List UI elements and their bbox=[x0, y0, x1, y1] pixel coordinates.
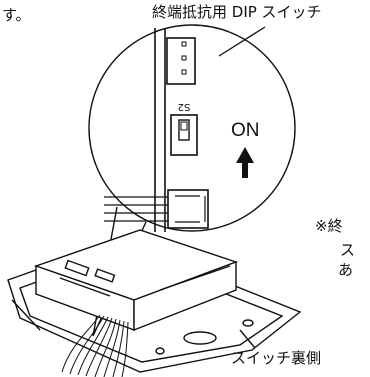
dip-switch-title: 終端抵抗用 DIP スイッチ bbox=[152, 3, 322, 21]
cable-bundle bbox=[61, 314, 129, 377]
switch-marking: S2 bbox=[178, 101, 191, 112]
connector-pin bbox=[181, 69, 187, 75]
connector-pin bbox=[181, 41, 187, 47]
mounting-hole bbox=[183, 331, 217, 345]
dip-switch bbox=[170, 114, 198, 156]
title-leader-line bbox=[218, 26, 266, 57]
on-label: ON bbox=[231, 120, 260, 141]
bottom-connector bbox=[167, 189, 209, 229]
note-text-line-1: ※終 bbox=[315, 217, 343, 235]
dip-switch-lever-tab bbox=[180, 121, 188, 131]
wire-bundle-top bbox=[104, 196, 168, 222]
up-arrow-icon bbox=[236, 147, 254, 178]
dip-switch-lever bbox=[178, 119, 190, 141]
continuation-text: す。 bbox=[2, 6, 31, 24]
note-text-line-3: あ bbox=[338, 261, 354, 279]
connector-pin bbox=[181, 55, 187, 61]
top-connector bbox=[166, 37, 196, 85]
magnifier-circle bbox=[88, 24, 296, 232]
unit-box bbox=[33, 229, 239, 332]
switch-back-side-label: スイッチ裏側 bbox=[231, 349, 322, 367]
note-text-line-2: ス bbox=[340, 241, 356, 259]
